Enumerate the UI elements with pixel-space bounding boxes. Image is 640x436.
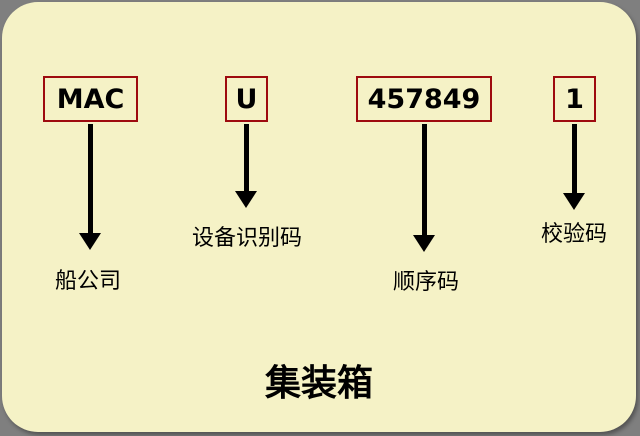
serial-number-code-box: 457849 — [356, 76, 492, 122]
arrow-line — [87, 124, 93, 233]
check-digit-arrow-icon — [563, 124, 585, 210]
arrow-line — [243, 124, 249, 191]
equipment-category-code-box: U — [225, 76, 268, 122]
owner-label: 船公司 — [54, 269, 122, 294]
owner-code-box: MAC — [43, 76, 138, 122]
check-digit-label: 校验码 — [540, 222, 608, 247]
arrow-head — [563, 193, 585, 210]
equipment-category-arrow-icon — [235, 124, 257, 208]
arrow-head — [235, 191, 257, 208]
arrow-line — [571, 124, 577, 193]
arrow-line — [421, 124, 427, 235]
owner-arrow-icon — [79, 124, 101, 250]
serial-number-label: 顺序码 — [392, 270, 460, 295]
serial-number-arrow-icon — [413, 124, 435, 252]
arrow-head — [79, 233, 101, 250]
diagram-title: 集装箱 — [264, 363, 374, 404]
container-code-diagram-panel: MAC U 457849 1 船公司 设备识别码 顺序码 校验码 集装箱 — [2, 2, 636, 432]
check-digit-code-box: 1 — [553, 76, 596, 122]
arrow-head — [413, 235, 435, 252]
equipment-category-label: 设备识别码 — [191, 226, 303, 251]
